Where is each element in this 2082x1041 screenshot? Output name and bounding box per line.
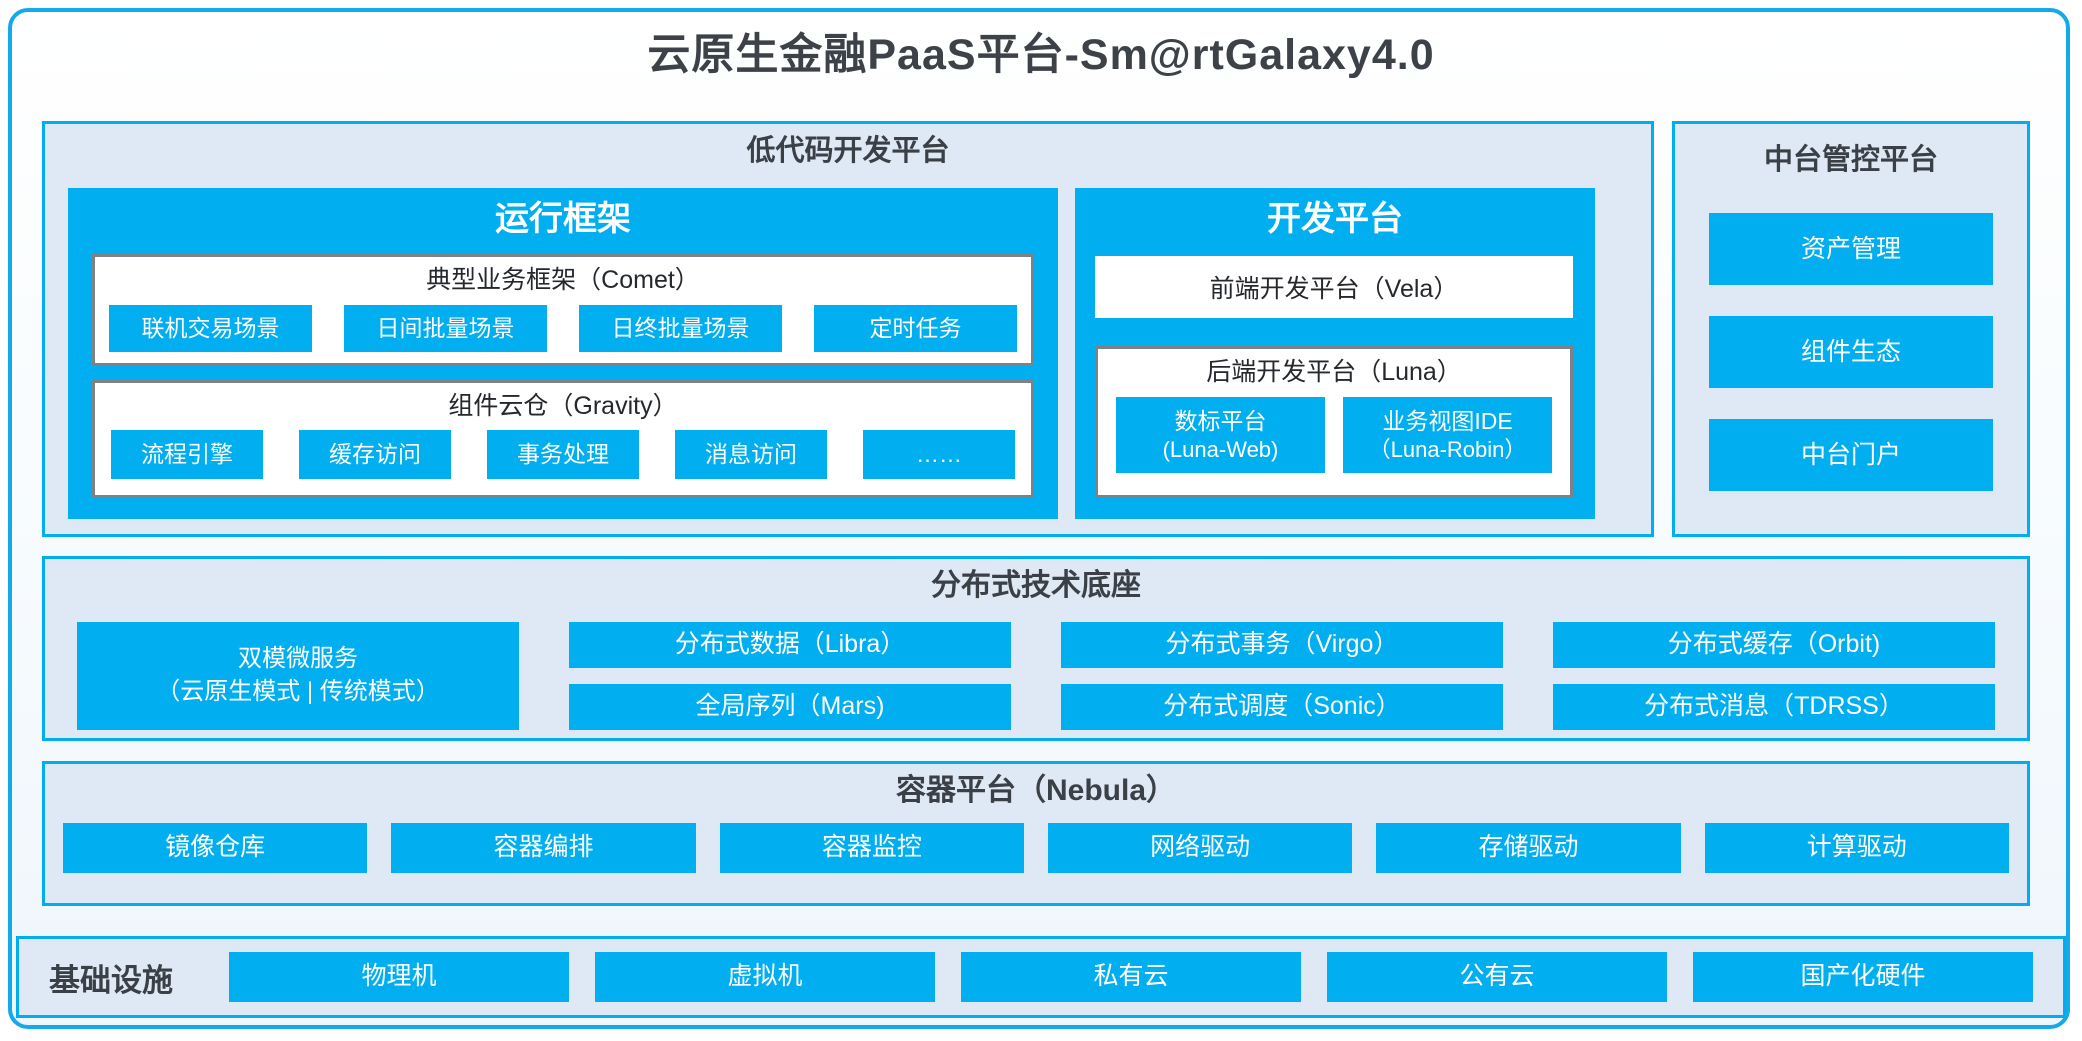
box-vela-frontend: 前端开发平台（Vela） bbox=[1095, 256, 1573, 318]
infrastructure-label: 基础设施 bbox=[49, 962, 173, 998]
block-ellipsis-more: …… bbox=[863, 430, 1015, 479]
block-image-registry: 镜像仓库 bbox=[63, 822, 368, 873]
block-domestic-hardware: 国产化硬件 bbox=[1693, 952, 2033, 1002]
box-gravity-warehouse: 组件云仓（Gravity） 流程引擎 缓存访问 事务处理 消息访问 …… bbox=[92, 380, 1034, 498]
section-lowcode-header: 低代码开发平台 bbox=[746, 135, 950, 167]
comet-title: 典型业务框架（Comet） bbox=[426, 266, 700, 294]
section-midplatform-control: 中台管控平台 资产管理 组件生态 中台门户 bbox=[1672, 121, 2030, 537]
block-distributed-data-libra: 分布式数据（Libra） bbox=[569, 621, 1011, 668]
midplatform-items: 资产管理 组件生态 中台门户 bbox=[1675, 213, 2027, 492]
block-distributed-transaction-virgo: 分布式事务（Virgo） bbox=[1061, 621, 1503, 668]
block-distributed-message-tdrss: 分布式消息（TDRSS） bbox=[1553, 683, 1995, 730]
block-daytime-batch: 日间批量场景 bbox=[344, 305, 547, 352]
block-compute-driver: 计算驱动 bbox=[1704, 822, 2009, 873]
container-platform-header: 容器平台（Nebula） bbox=[895, 774, 1177, 807]
block-public-cloud: 公有云 bbox=[1327, 952, 1667, 1002]
luna-robin-line1: 业务视图IDE bbox=[1382, 407, 1513, 434]
panel-runtime-framework: 运行框架 典型业务框架（Comet） 联机交易场景 日间批量场景 日终批量场景 … bbox=[68, 188, 1058, 519]
block-endofday-batch: 日终批量场景 bbox=[579, 305, 782, 352]
dual-mode-line1: 双模微服务 bbox=[238, 645, 358, 673]
block-asset-management: 资产管理 bbox=[1709, 213, 1993, 286]
block-distributed-cache-orbit: 分布式缓存（Orbit) bbox=[1553, 621, 1995, 668]
dev-platform-title: 开发平台 bbox=[1267, 200, 1403, 238]
block-container-orchestration: 容器编排 bbox=[391, 822, 696, 873]
comet-items-row: 联机交易场景 日间批量场景 日终批量场景 定时任务 bbox=[95, 305, 1031, 352]
luna-web-line2: (Luna-Web) bbox=[1162, 436, 1279, 462]
section-container-platform: 容器平台（Nebula） 镜像仓库 容器编排 容器监控 网络驱动 存储驱动 计算… bbox=[42, 761, 2030, 906]
distributed-grid: 双模微服务 （云原生模式 | 传统模式） 分布式数据（Libra） 分布式事务（… bbox=[45, 621, 2027, 730]
block-luna-web: 数标平台 (Luna-Web) bbox=[1116, 397, 1325, 473]
panel-dev-platform: 开发平台 前端开发平台（Vela） 后端开发平台（Luna） 数标平台 (Lun… bbox=[1075, 188, 1595, 519]
block-component-ecosystem: 组件生态 bbox=[1709, 316, 1993, 389]
block-storage-driver: 存储驱动 bbox=[1376, 822, 1681, 873]
runtime-framework-title: 运行框架 bbox=[495, 200, 631, 238]
block-message-access: 消息访问 bbox=[675, 430, 827, 479]
section-lowcode-platform: 低代码开发平台 运行框架 典型业务框架（Comet） 联机交易场景 日间批量场景… bbox=[42, 121, 1654, 537]
block-midplatform-portal: 中台门户 bbox=[1709, 419, 1993, 492]
infrastructure-items-row: 物理机 虚拟机 私有云 公有云 国产化硬件 bbox=[229, 952, 2033, 1002]
block-process-engine: 流程引擎 bbox=[111, 430, 263, 479]
block-container-monitoring: 容器监控 bbox=[719, 822, 1024, 873]
block-global-sequence-mars: 全局序列（Mars) bbox=[569, 683, 1011, 730]
block-scheduled-task: 定时任务 bbox=[814, 305, 1017, 352]
luna-robin-line2: （Luna-Robin） bbox=[1368, 436, 1527, 462]
box-luna-backend: 后端开发平台（Luna） 数标平台 (Luna-Web) 业务视图IDE （Lu… bbox=[1095, 346, 1573, 498]
block-distributed-scheduling-sonic: 分布式调度（Sonic） bbox=[1061, 683, 1503, 730]
luna-web-line1: 数标平台 bbox=[1174, 407, 1267, 434]
block-transaction-processing: 事务处理 bbox=[487, 430, 639, 479]
block-online-transaction: 联机交易场景 bbox=[109, 305, 312, 352]
page-title: 云原生金融PaaS平台-Sm@rtGalaxy4.0 bbox=[647, 31, 1435, 79]
block-cache-access: 缓存访问 bbox=[299, 430, 451, 479]
section-infrastructure: 基础设施 物理机 虚拟机 私有云 公有云 国产化硬件 bbox=[16, 936, 2066, 1018]
gravity-title: 组件云仓（Gravity） bbox=[448, 392, 678, 420]
block-dual-mode-microservice: 双模微服务 （云原生模式 | 传统模式） bbox=[77, 621, 519, 730]
block-private-cloud: 私有云 bbox=[961, 952, 1301, 1002]
midplatform-header: 中台管控平台 bbox=[1763, 144, 1938, 176]
block-network-driver: 网络驱动 bbox=[1047, 822, 1353, 873]
luna-title: 后端开发平台（Luna） bbox=[1206, 358, 1462, 386]
container-items-row: 镜像仓库 容器编排 容器监控 网络驱动 存储驱动 计算驱动 bbox=[45, 822, 2027, 873]
dual-mode-line2: （云原生模式 | 传统模式） bbox=[156, 677, 440, 705]
block-physical-machine: 物理机 bbox=[229, 952, 569, 1002]
gravity-items-row: 流程引擎 缓存访问 事务处理 消息访问 …… bbox=[95, 430, 1031, 479]
section-distributed-base: 分布式技术底座 双模微服务 （云原生模式 | 传统模式） 分布式数据（Libra… bbox=[42, 556, 2030, 741]
distributed-header: 分布式技术底座 bbox=[931, 569, 1141, 602]
block-luna-robin: 业务视图IDE （Luna-Robin） bbox=[1343, 397, 1552, 473]
box-comet-framework: 典型业务框架（Comet） 联机交易场景 日间批量场景 日终批量场景 定时任务 bbox=[92, 254, 1034, 366]
luna-items-row: 数标平台 (Luna-Web) 业务视图IDE （Luna-Robin） bbox=[1098, 397, 1570, 473]
block-virtual-machine: 虚拟机 bbox=[595, 952, 935, 1002]
